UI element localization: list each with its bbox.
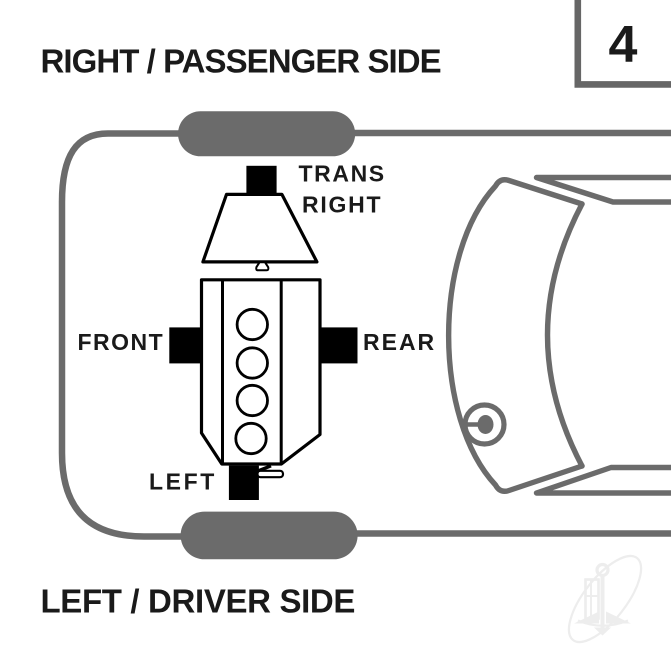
svg-text:LEFT: LEFT [149, 469, 217, 495]
svg-text:TRANS: TRANS [299, 160, 386, 186]
svg-text:RIGHT / PASSENGER SIDE: RIGHT / PASSENGER SIDE [41, 43, 441, 80]
svg-text:RIGHT: RIGHT [302, 192, 382, 218]
svg-text:FRONT: FRONT [78, 329, 165, 355]
svg-text:REAR: REAR [363, 329, 436, 355]
svg-text:LEFT / DRIVER SIDE: LEFT / DRIVER SIDE [41, 583, 356, 620]
svg-text:4: 4 [609, 16, 638, 74]
